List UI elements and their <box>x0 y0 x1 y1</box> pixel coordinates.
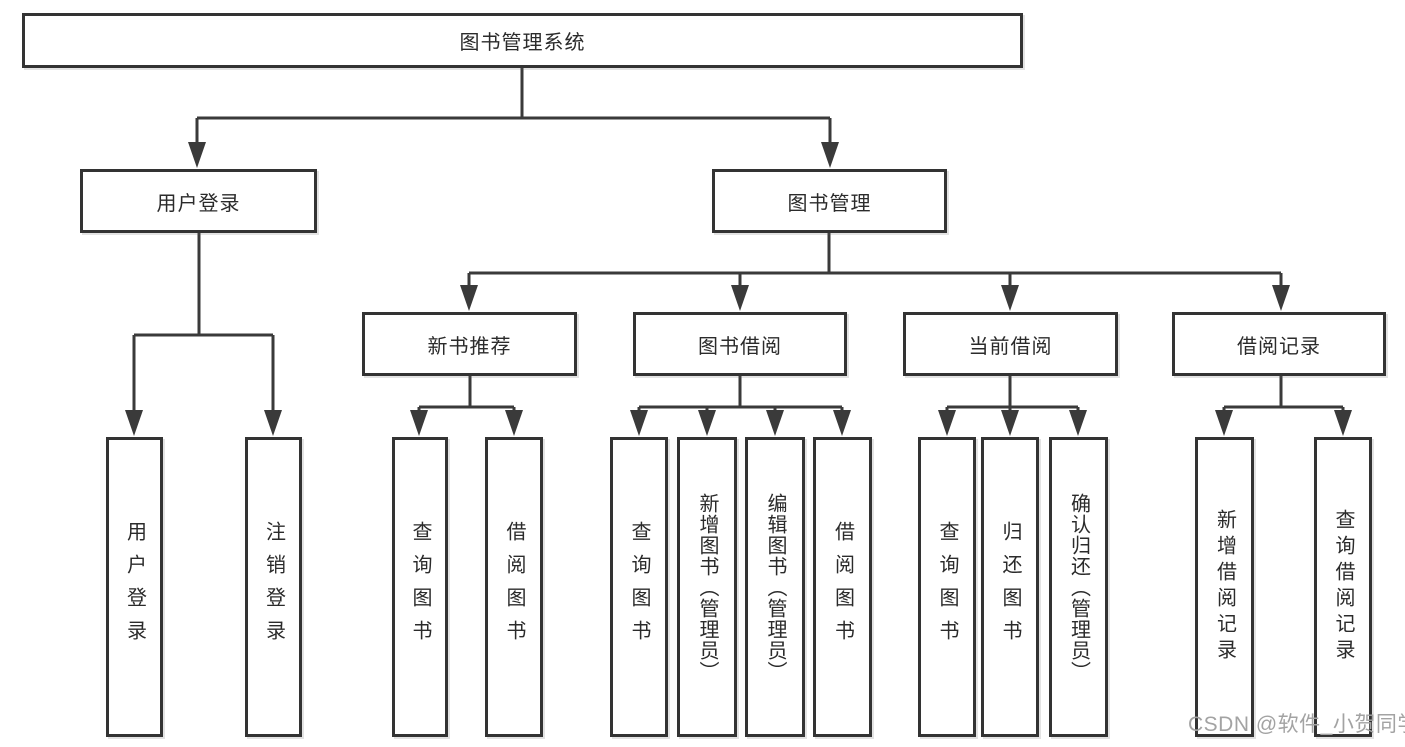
leaf-box-rec-borrow-books: 借阅图书 <box>485 437 543 737</box>
node-box-borrow-records: 借阅记录 <box>1172 312 1386 376</box>
leaf-label-borrow-query-books: 查询图书 <box>628 521 650 653</box>
leaf-label-user-login: 用户登录 <box>123 521 146 653</box>
leaf-box-logout: 注销登录 <box>245 437 302 737</box>
leaf-box-borrow-query-books: 查询图书 <box>610 437 668 737</box>
node-box-new-book-recommend: 新书推荐 <box>362 312 577 376</box>
node-label-new-book-recommend: 新书推荐 <box>427 335 512 358</box>
leaf-box-user-login: 用户登录 <box>106 437 163 737</box>
leaf-label-add-borrow-record: 新增借阅记录 <box>1213 509 1236 665</box>
leaf-box-edit-book-admin: 编辑图书（管理员） <box>745 437 805 737</box>
leaf-label-edit-book-admin: 编辑图书（管理员） <box>764 492 786 682</box>
leaf-label-current-query-books: 查询图书 <box>936 521 958 653</box>
node-label-book-management: 图书管理 <box>787 192 872 215</box>
node-box-current-borrow: 当前借阅 <box>903 312 1118 376</box>
node-box-user-login: 用户登录 <box>80 169 317 233</box>
leaf-box-query-borrow-record: 查询借阅记录 <box>1314 437 1372 737</box>
leaf-box-rec-query-books: 查询图书 <box>392 437 448 737</box>
leaf-label-confirm-return-admin: 确认归还（管理员） <box>1067 492 1090 682</box>
leaf-box-add-book-admin: 新增图书（管理员） <box>677 437 737 737</box>
leaf-box-confirm-return-admin: 确认归还（管理员） <box>1049 437 1108 737</box>
node-box-root: 图书管理系统 <box>22 13 1023 68</box>
leaf-label-logout: 注销登录 <box>262 521 285 653</box>
node-label-root: 图书管理系统 <box>459 32 586 54</box>
node-label-book-borrow: 图书借阅 <box>698 335 782 358</box>
leaf-box-borrow-borrow-books: 借阅图书 <box>813 437 872 737</box>
leaf-label-rec-borrow-books: 借阅图书 <box>503 521 525 653</box>
leaf-label-query-borrow-record: 查询借阅记录 <box>1332 509 1354 665</box>
leaf-label-return-books: 归还图书 <box>999 521 1021 653</box>
arrowheads <box>125 142 1352 436</box>
leaf-label-add-book-admin: 新增图书（管理员） <box>696 492 718 682</box>
leaf-box-current-query-books: 查询图书 <box>918 437 976 737</box>
node-box-book-management: 图书管理 <box>712 169 947 233</box>
leaf-label-rec-query-books: 查询图书 <box>409 521 431 653</box>
leaf-box-add-borrow-record: 新增借阅记录 <box>1195 437 1254 737</box>
csdn-watermark: CSDN @软件_小贺同学 <box>1188 713 1405 736</box>
leaf-label-borrow-borrow-books: 借阅图书 <box>831 521 854 653</box>
node-label-current-borrow: 当前借阅 <box>968 335 1053 358</box>
leaf-box-return-books: 归还图书 <box>981 437 1039 737</box>
node-box-book-borrow: 图书借阅 <box>633 312 847 376</box>
node-label-borrow-records: 借阅记录 <box>1237 335 1321 358</box>
node-label-user-login: 用户登录 <box>156 192 241 215</box>
